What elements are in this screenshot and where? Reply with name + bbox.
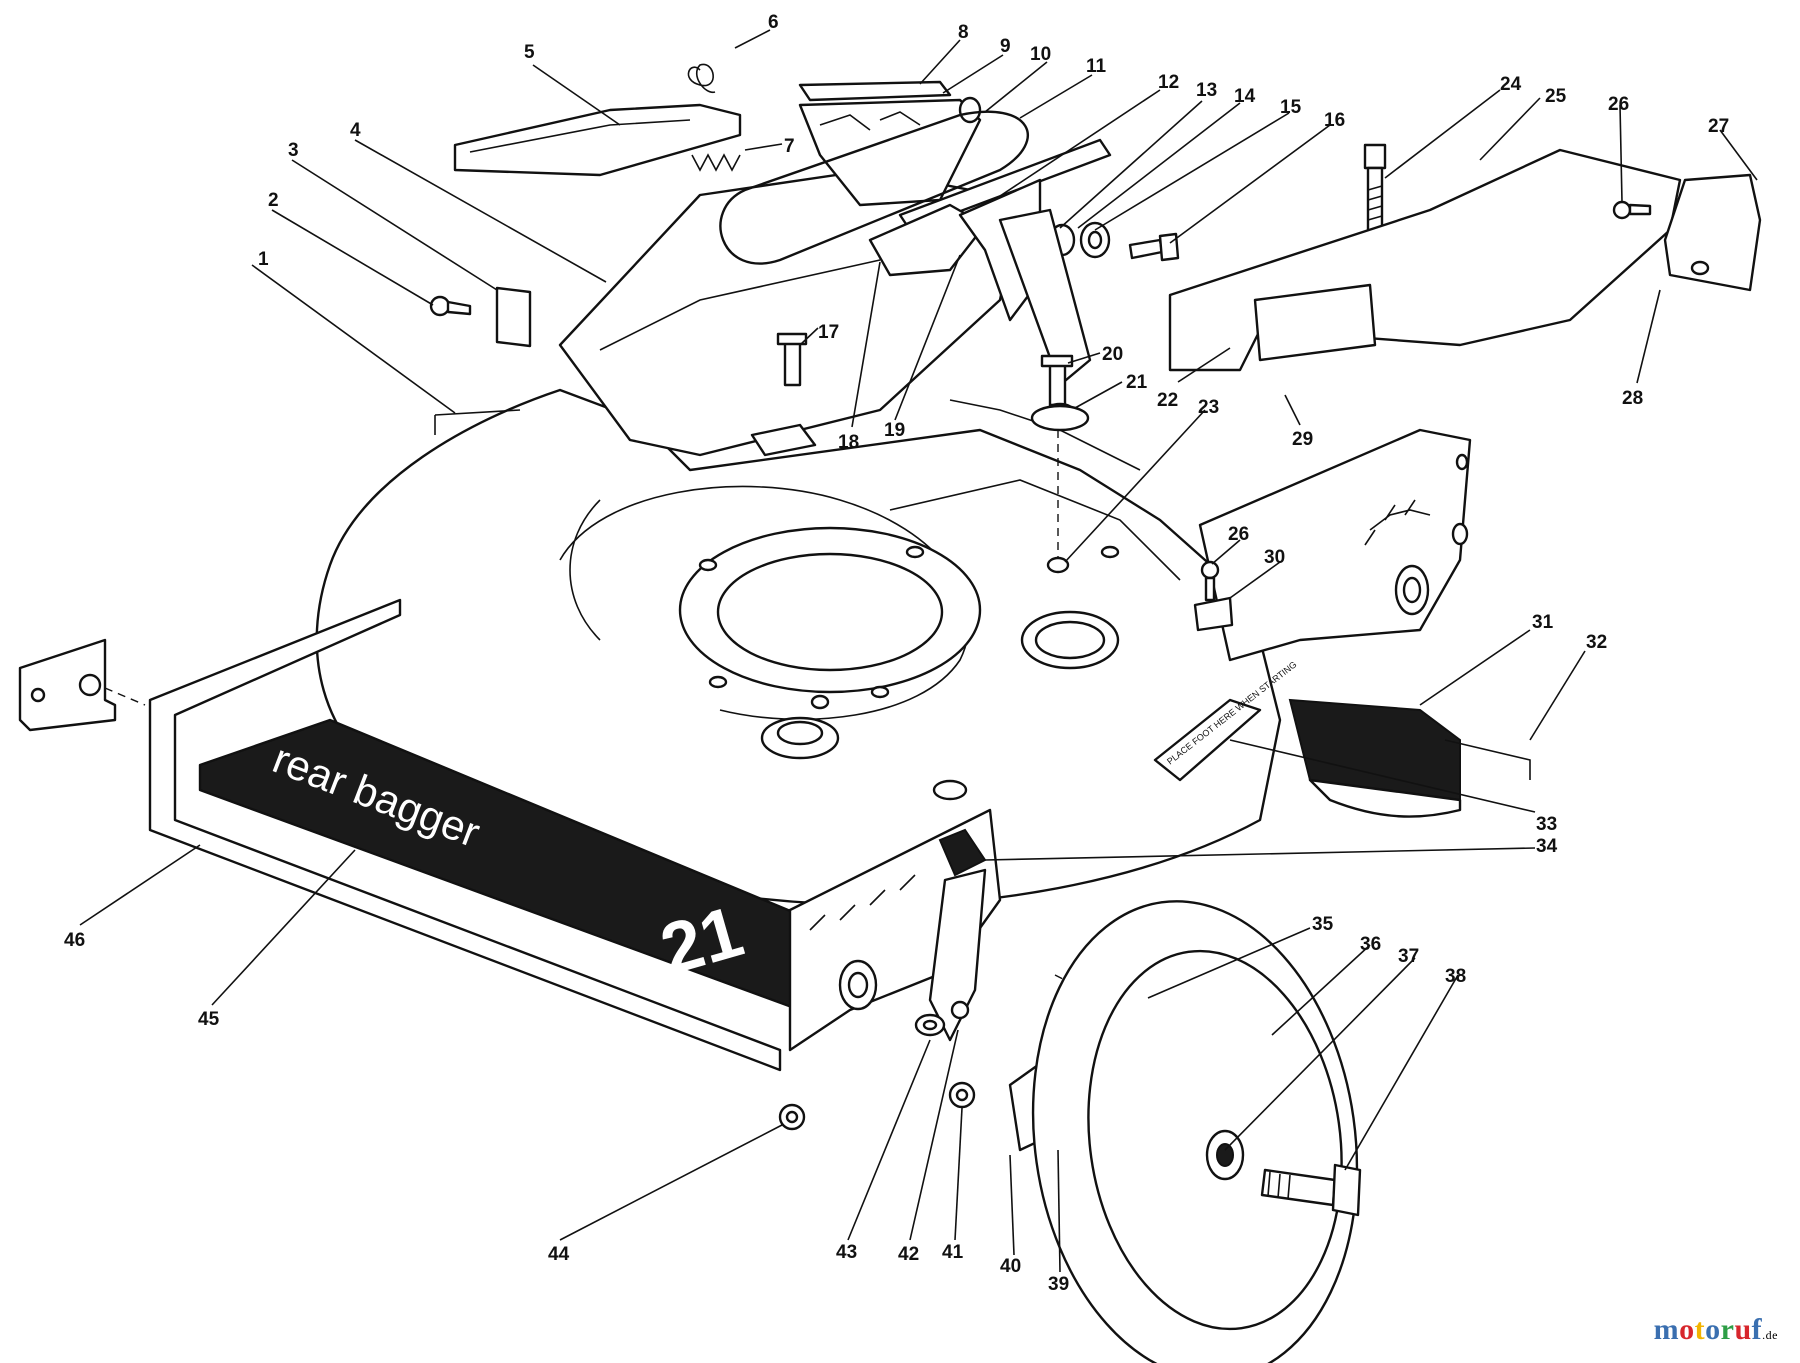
callout-18: 18 [838, 432, 859, 453]
handle-grip [453, 103, 742, 177]
callout-41: 41 [942, 1242, 964, 1263]
watermark-letter: u [1734, 1313, 1752, 1346]
callout-23: 23 [1198, 397, 1219, 418]
callout-32: 32 [1586, 632, 1607, 653]
callout-19: 19 [884, 420, 905, 441]
watermark-suffix: .de [1762, 1328, 1778, 1342]
callout-20: 20 [1102, 344, 1123, 365]
watermark-letter: f [1751, 1313, 1763, 1346]
screw-clip-right [1193, 560, 1234, 632]
wheel [1031, 900, 1359, 1363]
rear-deflector [1168, 148, 1682, 372]
callout-1: 1 [258, 249, 269, 270]
callout-15: 15 [1280, 97, 1302, 118]
watermark-letter: r [1720, 1313, 1735, 1346]
callout-leaders [79, 29, 1758, 1273]
callout-17: 17 [818, 322, 839, 343]
callout-21: 21 [1126, 372, 1148, 393]
callout-46: 46 [64, 930, 85, 951]
callout-8: 8 [958, 22, 969, 43]
callout-11: 11 [1086, 56, 1107, 77]
callout-38: 38 [1445, 966, 1466, 987]
callout-6: 6 [768, 12, 779, 33]
callout-numbers: 1 2 3 4 5 6 7 8 9 10 11 12 13 14 15 16 1… [64, 12, 1729, 1295]
rear-flap [1288, 698, 1531, 818]
callout-33: 33 [1536, 814, 1557, 835]
callout-26a: 26 [1608, 94, 1629, 115]
bolts-center [750, 332, 1090, 457]
right-side-plate [1198, 428, 1472, 662]
deck-housing [315, 388, 1282, 907]
callout-29: 29 [1292, 429, 1313, 450]
front-left-side-plate [788, 808, 1002, 1052]
pivot-bracket [998, 208, 1092, 387]
pad [798, 80, 952, 102]
callout-39: 39 [1048, 1274, 1069, 1295]
callout-16: 16 [1324, 110, 1345, 131]
left-bracket [18, 638, 146, 732]
callout-2: 2 [268, 190, 279, 211]
callout-25: 25 [1545, 86, 1567, 107]
callout-43: 43 [836, 1242, 857, 1263]
hinge-hardware [1048, 221, 1180, 262]
callout-27: 27 [1708, 116, 1729, 137]
screw-clip-left [429, 286, 532, 348]
callout-26b: 26 [1228, 524, 1249, 545]
wire-spring [687, 63, 716, 93]
hinge-bracket-right [1612, 173, 1762, 292]
callout-7: 7 [784, 136, 795, 157]
callout-28: 28 [1622, 388, 1643, 409]
callout-24: 24 [1500, 74, 1522, 95]
callout-40: 40 [1000, 1256, 1021, 1277]
callout-36: 36 [1360, 934, 1381, 955]
latch [928, 828, 987, 1042]
watermark-letter: o [1705, 1313, 1721, 1346]
line-art [18, 63, 1762, 1363]
callout-4: 4 [350, 120, 361, 141]
callout-9: 9 [1000, 36, 1011, 57]
callout-35: 35 [1312, 914, 1334, 935]
callout-45: 45 [198, 1009, 220, 1030]
compression-spring [691, 153, 741, 172]
watermark-letter: m [1653, 1313, 1680, 1346]
callout-10: 10 [1030, 44, 1051, 65]
callout-34: 34 [1536, 836, 1558, 857]
callout-22: 22 [1157, 390, 1178, 411]
handle-bail [719, 110, 1029, 265]
motoruf-watermark: motoruf.de [1654, 1313, 1778, 1347]
warning-label-shape [1153, 698, 1262, 782]
callout-44: 44 [548, 1244, 570, 1265]
watermark-text: motoruf [1654, 1313, 1763, 1346]
callout-14: 14 [1234, 86, 1256, 107]
callout-12: 12 [1158, 72, 1179, 93]
callout-5: 5 [524, 42, 535, 63]
callout-37: 37 [1398, 946, 1419, 967]
watermark-letter: o [1679, 1313, 1695, 1346]
callout-31: 31 [1532, 612, 1554, 633]
nut-23 [1046, 556, 1070, 574]
callout-42: 42 [898, 1244, 919, 1265]
callout-13: 13 [1196, 80, 1217, 101]
callout-30: 30 [1264, 547, 1285, 568]
watermark-letter: t [1694, 1313, 1706, 1346]
callout-3: 3 [288, 140, 299, 161]
wheel-bolt [1260, 1163, 1362, 1217]
